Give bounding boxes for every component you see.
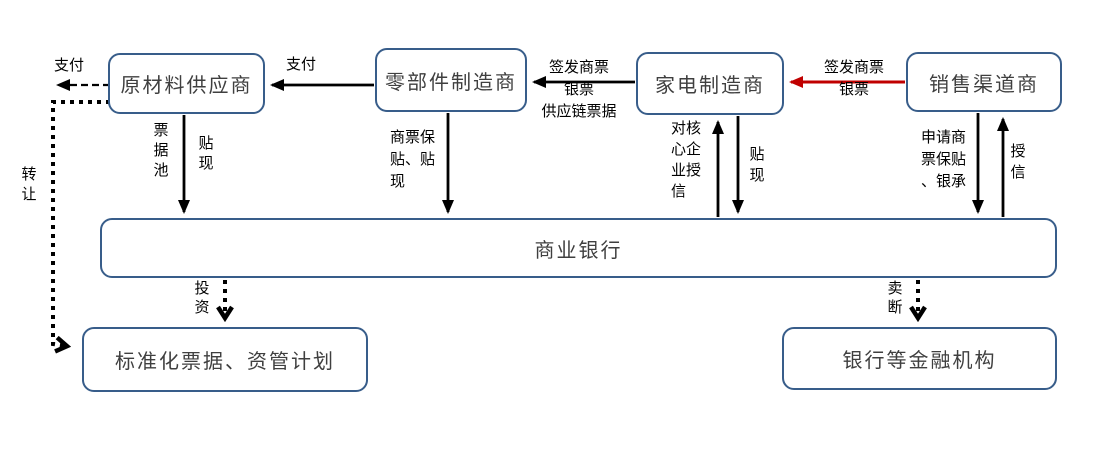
label-note-pool: 票 据 池: [153, 123, 169, 179]
label-invest: 投 资: [194, 281, 210, 316]
box-appliance-manufacturer-label: 家电制造商: [655, 75, 765, 97]
label-apply-guarantee-acceptance: 申请商 票保贴 、银承: [921, 130, 967, 190]
box-financial-institutions: 银行等金融机构: [782, 327, 1057, 390]
label-issue-notes-supply-chain: 签发商票 银票 供应链票据: [541, 60, 617, 120]
box-financial-institutions-label: 银行等金融机构: [842, 350, 997, 372]
label-issue-notes: 签发商票 银票: [823, 60, 884, 98]
label-payment-mid: 支付: [285, 57, 316, 73]
box-commercial-bank-label: 商业银行: [534, 239, 623, 262]
box-sales-channel: 销售渠道商: [906, 52, 1062, 112]
label-credit-grant: 授 信: [1010, 144, 1026, 181]
label-discount-right: 贴 现: [749, 147, 765, 184]
box-standardized-notes-label: 标准化票据、资管计划: [115, 351, 335, 373]
box-raw-material-supplier-label: 原材料供应商: [120, 75, 253, 97]
box-standardized-notes: 标准化票据、资管计划: [82, 327, 368, 392]
box-parts-manufacturer: 零部件制造商: [375, 48, 527, 112]
box-sales-channel-label: 销售渠道商: [929, 73, 1039, 96]
label-core-enterprise-credit: 对核 心企 业授 信: [671, 121, 702, 200]
arrow-transfer-dotted: [51, 100, 110, 346]
box-commercial-bank: 商业银行: [100, 218, 1057, 278]
label-guarantee-discount: 商票保 贴、贴 现: [390, 130, 436, 190]
box-raw-material-supplier: 原材料供应商: [108, 53, 265, 114]
box-parts-manufacturer-label: 零部件制造商: [385, 71, 517, 94]
label-payment-left: 支付: [53, 58, 84, 74]
label-discount-left: 贴 现: [198, 136, 214, 172]
label-transfer: 转 让: [21, 167, 37, 203]
box-appliance-manufacturer: 家电制造商: [636, 52, 784, 115]
label-sell-off: 卖 断: [887, 281, 903, 316]
